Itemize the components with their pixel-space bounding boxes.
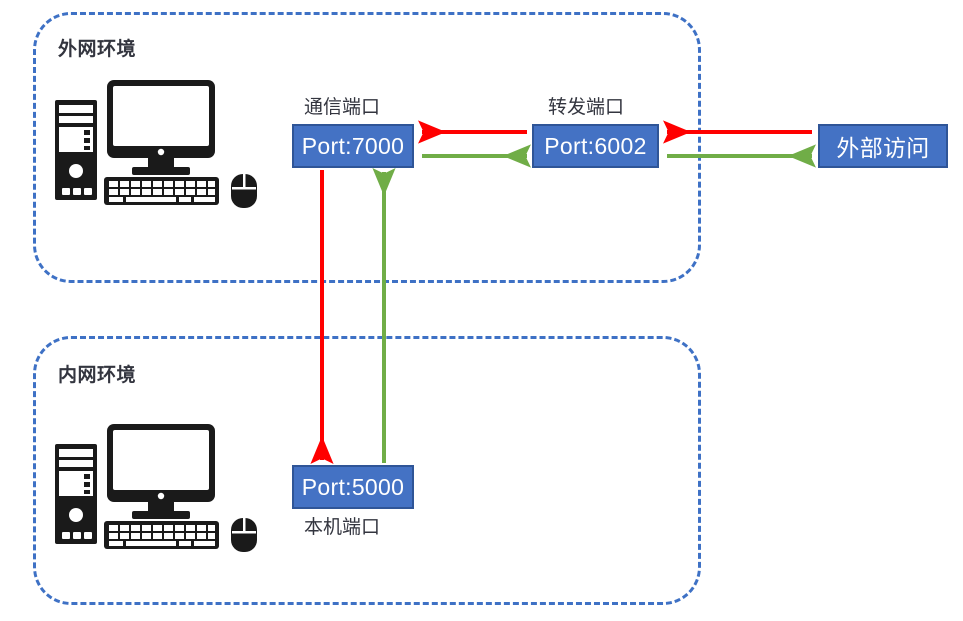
desktop-computer-icon-internal (50, 422, 262, 554)
node-box-local-port[interactable]: Port:5000 (292, 465, 414, 509)
zone-internal-network-label: 内网环境 (58, 365, 137, 386)
node-box-external-access[interactable]: 外部访问 (818, 124, 948, 168)
desktop-computer-icon-external (50, 78, 262, 210)
zone-external-network (33, 12, 701, 283)
node-box-communication-port[interactable]: Port:7000 (292, 124, 414, 168)
caption-forward-port: 转发端口 (548, 97, 625, 118)
node-box-forward-port[interactable]: Port:6002 (532, 124, 659, 168)
caption-communication-port: 通信端口 (304, 97, 381, 118)
caption-local-port: 本机端口 (304, 517, 381, 538)
zone-external-network-label: 外网环境 (58, 39, 137, 60)
zone-internal-network (33, 336, 701, 605)
